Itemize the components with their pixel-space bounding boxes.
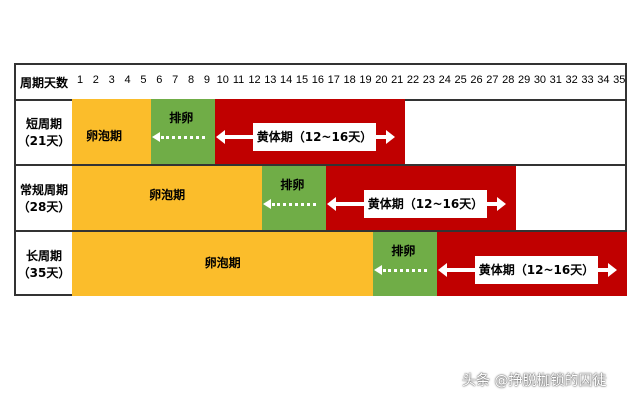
row-name: 常规周期 xyxy=(19,183,68,197)
ovulation-label: 排卵 xyxy=(280,178,305,192)
day-1: 1 xyxy=(76,74,84,86)
follicular-label: 卵泡期 xyxy=(204,256,241,270)
day-4: 4 xyxy=(124,74,131,86)
row-label: 短周期 （21天） xyxy=(16,99,72,164)
day-19: 19 xyxy=(359,74,372,86)
arrow-left-icon xyxy=(215,130,254,144)
arrow-left-icon xyxy=(437,263,476,277)
row-short-cycle: 短周期 （21天） 卵泡期 排卵黄体期（12~16天） xyxy=(16,99,625,166)
luteal-phase-bar: 黄体期（12~16天） xyxy=(325,166,517,230)
arrow-right-icon xyxy=(588,263,617,277)
day-6: 6 xyxy=(156,74,163,86)
day-25: 25 xyxy=(454,74,467,86)
day-31: 31 xyxy=(549,74,562,86)
day-17: 17 xyxy=(327,74,340,86)
follicular-phase-bar: 卵泡期 xyxy=(72,99,152,164)
luteal-phase-bar: 黄体期（12~16天） xyxy=(436,232,628,296)
luteal-label: 黄体期（12~16天） xyxy=(363,190,488,218)
day-18: 18 xyxy=(343,74,356,86)
day-3: 3 xyxy=(108,74,115,86)
follicular-phase-bar: 卵泡期 xyxy=(72,166,263,230)
ovulation-label: 排卵 xyxy=(169,111,194,125)
day-34: 34 xyxy=(597,74,610,86)
day-9: 9 xyxy=(203,74,210,86)
day-12: 12 xyxy=(248,74,261,86)
day-30: 30 xyxy=(533,74,547,86)
day-21: 21 xyxy=(391,74,404,86)
day-20: 20 xyxy=(375,74,388,86)
luteal-label: 黄体期（12~16天） xyxy=(474,256,599,284)
day-28: 28 xyxy=(502,74,515,86)
row-days: （21天） xyxy=(17,133,71,148)
day-23: 23 xyxy=(422,74,436,86)
day-24: 24 xyxy=(438,74,451,86)
follicular-label: 卵泡期 xyxy=(86,129,123,143)
ovulation-phase-bar: 排卵 xyxy=(151,99,215,164)
dotted-arrow-left-icon xyxy=(263,199,317,209)
day-10: 10 xyxy=(216,74,229,86)
header-label: 周期天数 xyxy=(20,76,69,90)
day-5: 5 xyxy=(140,74,147,86)
day-2: 2 xyxy=(92,74,99,86)
day-27: 27 xyxy=(486,74,499,86)
row-label: 常规周期 （28天） xyxy=(16,166,72,230)
row-normal-cycle: 常规周期 （28天） 卵泡期 排卵黄体期（12~16天） xyxy=(16,166,625,232)
dotted-arrow-left-icon xyxy=(374,265,428,275)
arrow-left-icon xyxy=(326,197,365,211)
follicular-phase-bar: 卵泡期 xyxy=(72,232,374,296)
watermark: 头条 @挣脱枷锁的囚徒 xyxy=(462,373,607,389)
follicular-label: 卵泡期 xyxy=(149,188,186,202)
row-name: 短周期 xyxy=(25,116,62,131)
ovulation-phase-bar: 排卵 xyxy=(373,232,437,296)
arrow-right-icon xyxy=(477,197,506,211)
ovulation-phase-bar: 排卵 xyxy=(262,166,326,230)
luteal-phase-bar: 黄体期（12~16天） xyxy=(214,99,406,164)
day-29: 29 xyxy=(517,74,531,86)
day-32: 32 xyxy=(565,74,578,86)
day-26: 26 xyxy=(470,74,483,86)
day-7: 7 xyxy=(172,74,179,86)
row-label: 长周期 （35天） xyxy=(16,232,72,296)
day-33: 33 xyxy=(581,74,594,86)
ovulation-label: 排卵 xyxy=(391,244,416,258)
day-35: 35 xyxy=(613,74,626,86)
row-days: （35天） xyxy=(17,266,71,280)
day-14: 14 xyxy=(280,74,293,86)
day-22: 22 xyxy=(406,74,420,86)
day-15: 15 xyxy=(295,74,309,86)
day-11: 11 xyxy=(232,74,245,86)
day-13: 13 xyxy=(264,74,277,86)
dotted-arrow-left-icon xyxy=(152,132,206,142)
arrow-right-icon xyxy=(366,130,395,144)
row-days: （28天） xyxy=(17,200,71,214)
row-name: 长周期 xyxy=(25,249,62,263)
row-long-cycle: 长周期 （35天） 卵泡期 排卵黄体期（12~16天） xyxy=(16,232,628,296)
day-16: 16 xyxy=(311,74,325,86)
day-8: 8 xyxy=(187,74,195,86)
luteal-label: 黄体期（12~16天） xyxy=(252,123,377,151)
